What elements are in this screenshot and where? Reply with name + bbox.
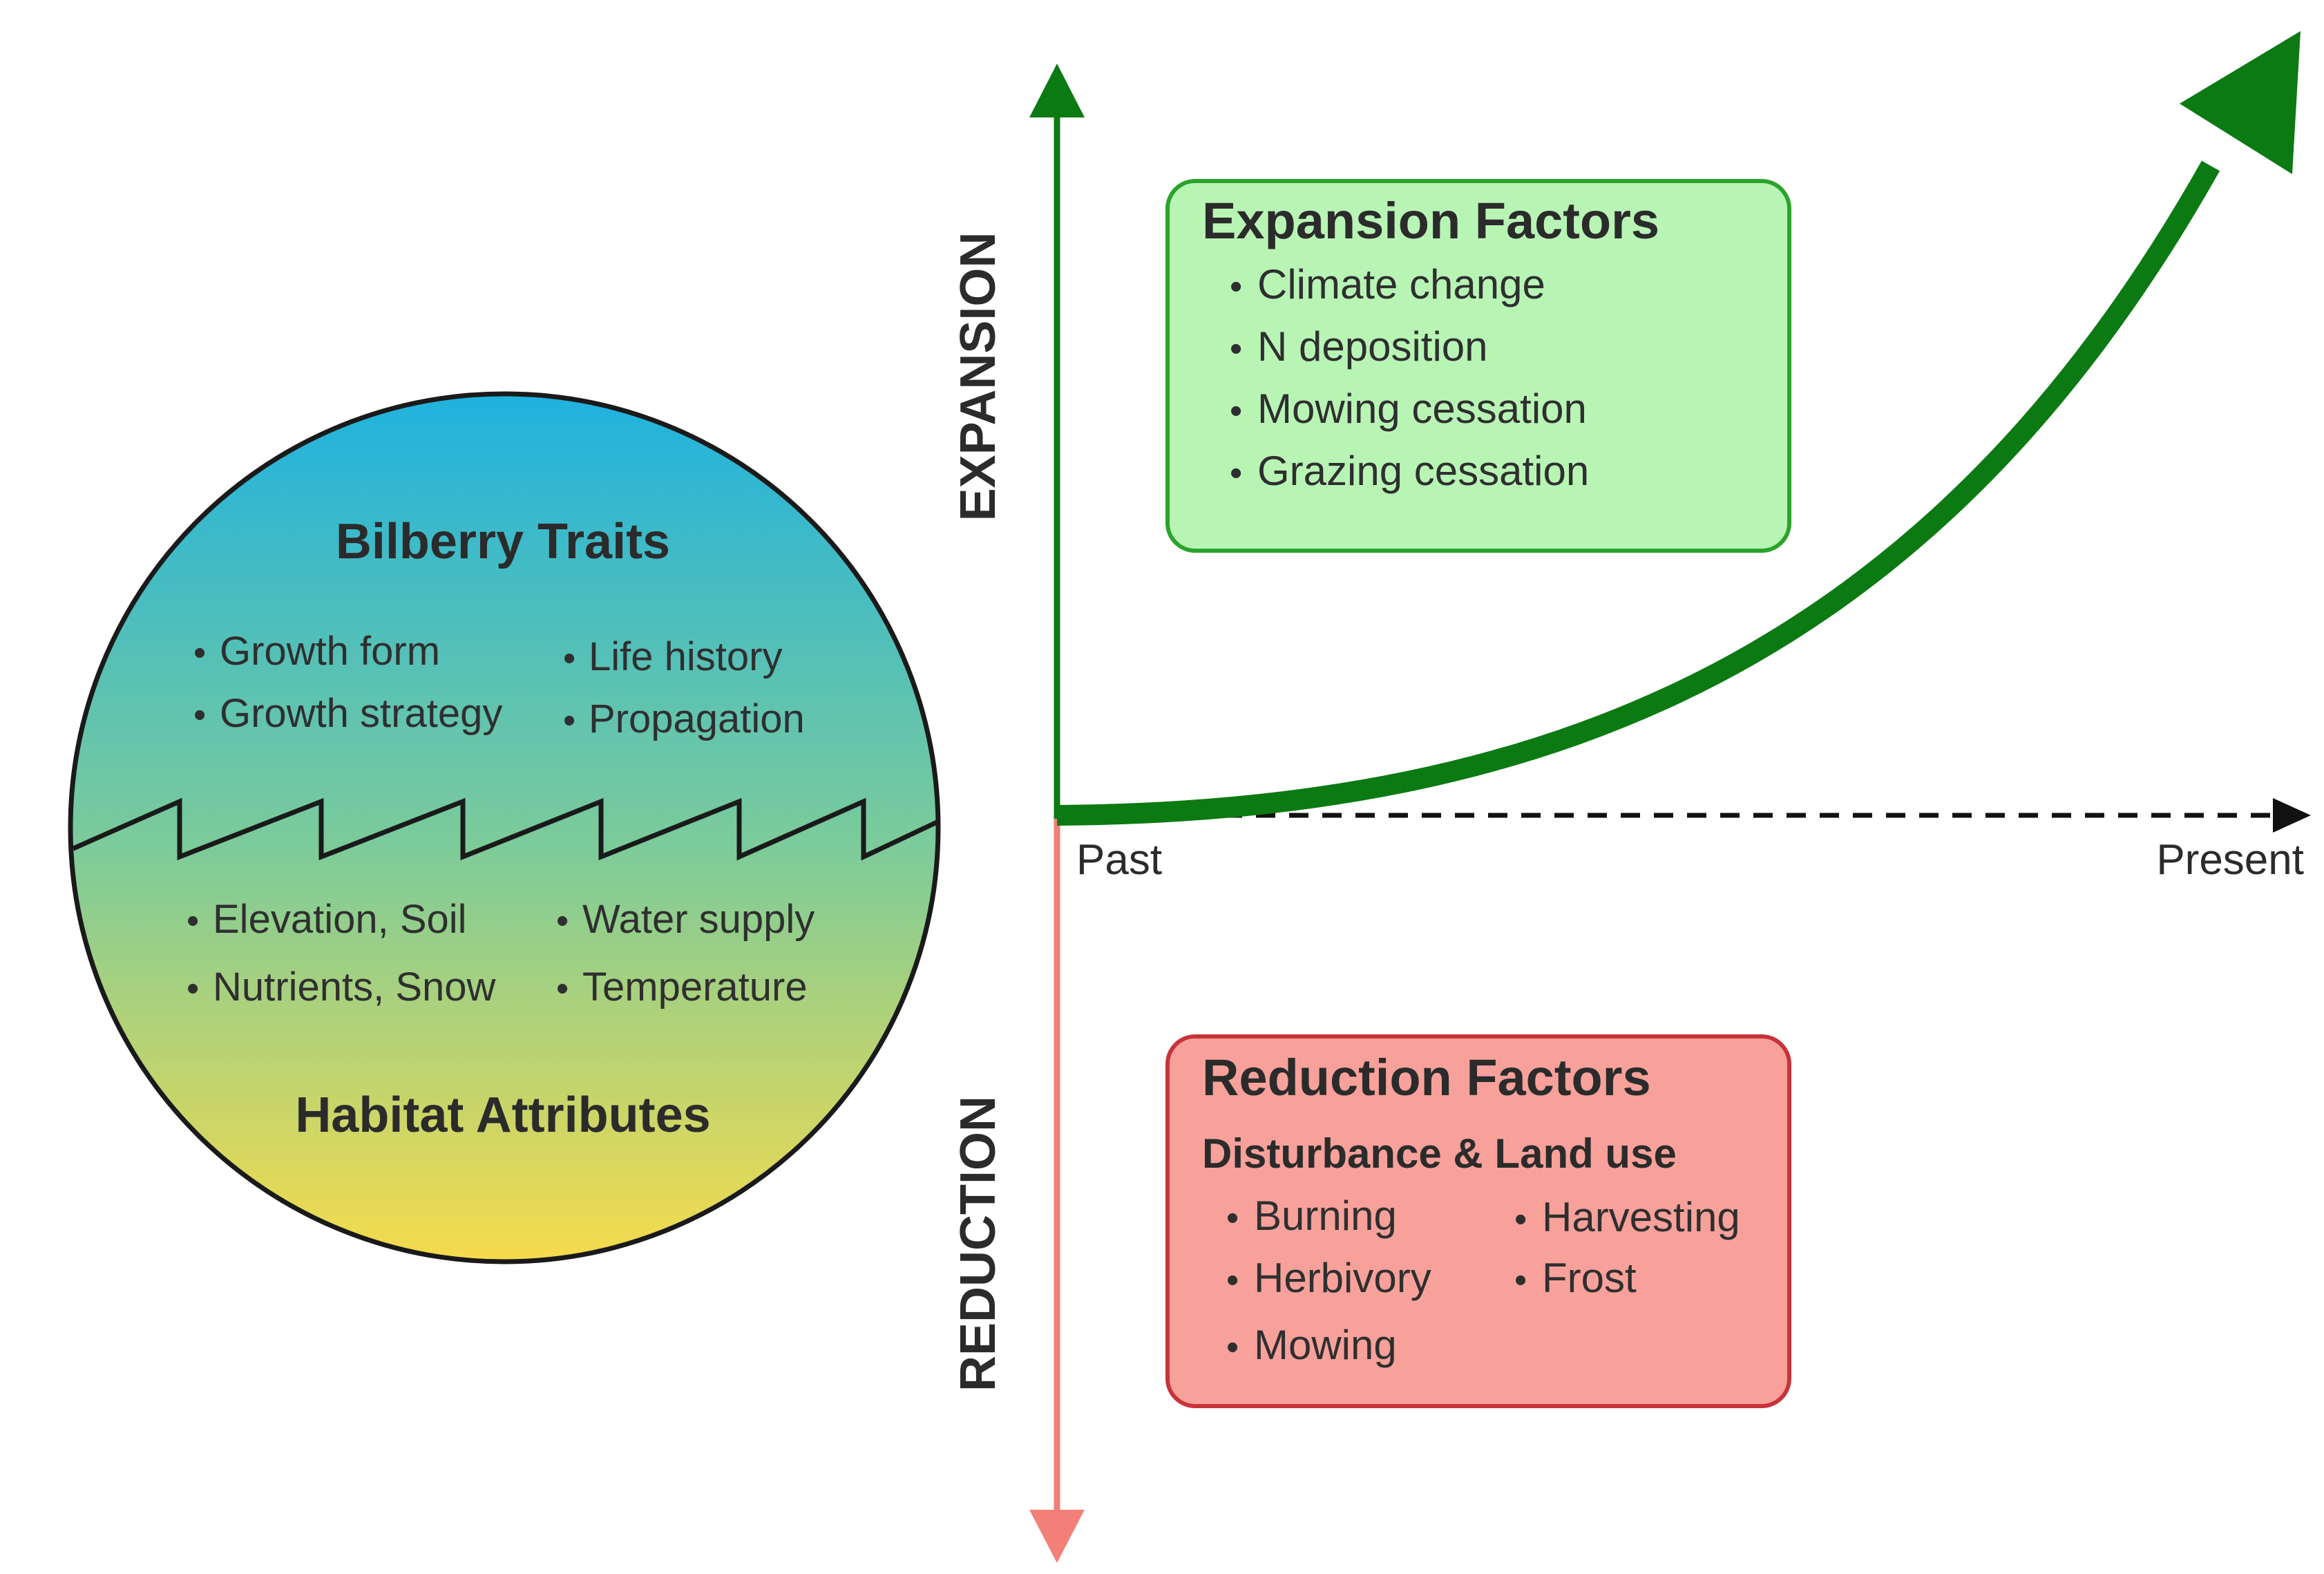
bullet-icon: • bbox=[1230, 453, 1242, 493]
zigzag-divider bbox=[72, 797, 938, 861]
reduction-item-herbivory: Herbivory bbox=[1254, 1255, 1431, 1301]
habitat-title: Habitat Attributes bbox=[295, 1088, 710, 1143]
bilberry-circle: Bilberry Traits • Growth form • Growth s… bbox=[68, 391, 941, 1264]
habitat-item-nutrients-snow: Nutrients, Snow bbox=[213, 965, 497, 1009]
bullet-icon: • bbox=[563, 701, 575, 741]
axes: EXPANSION REDUCTION Past Present bbox=[951, 64, 2311, 1563]
bullet-icon: • bbox=[1230, 267, 1242, 307]
past-label: Past bbox=[1076, 836, 1162, 884]
reduction-item-harvesting: Harvesting bbox=[1542, 1194, 1740, 1240]
trait-item-growth-form: Growth form bbox=[220, 629, 440, 674]
habitat-item-water-supply: Water supply bbox=[582, 897, 815, 942]
reduction-axis-label: REDUCTION bbox=[951, 1096, 1006, 1392]
bullet-icon: • bbox=[1514, 1200, 1527, 1240]
bullet-icon: • bbox=[1226, 1260, 1239, 1300]
reduction-axis-arrowhead bbox=[1029, 1510, 1085, 1563]
expansion-trend bbox=[1056, 31, 2301, 826]
reduction-box-bg bbox=[1165, 1034, 1791, 1408]
expansion-trend-arrowhead bbox=[2180, 31, 2301, 174]
bullet-icon: • bbox=[563, 638, 575, 679]
reduction-box-title: Reduction Factors bbox=[1202, 1049, 1651, 1106]
circle-body bbox=[68, 391, 941, 1264]
expansion-item-climate-change: Climate change bbox=[1257, 261, 1545, 307]
expansion-factors-box: Expansion Factors • Climate change • N d… bbox=[1165, 179, 1791, 553]
reduction-item-burning: Burning bbox=[1254, 1193, 1397, 1239]
bullet-icon: • bbox=[1514, 1260, 1527, 1300]
time-axis-arrowhead bbox=[2273, 798, 2311, 833]
bullet-icon: • bbox=[187, 901, 199, 941]
bullet-icon: • bbox=[556, 901, 569, 941]
reduction-item-mowing: Mowing bbox=[1254, 1322, 1397, 1368]
expansion-trend-curve bbox=[1056, 160, 2220, 826]
expansion-axis-label: EXPANSION bbox=[951, 232, 1006, 522]
expansion-item-mowing-cessation: Mowing cessation bbox=[1257, 386, 1587, 432]
trait-item-propagation: Propagation bbox=[589, 696, 805, 741]
trait-item-growth-strategy: Growth strategy bbox=[220, 691, 502, 736]
reduction-box-subtitle: Disturbance & Land use bbox=[1202, 1130, 1677, 1177]
expansion-box-bg bbox=[1165, 179, 1791, 553]
reduction-factors-box: Reduction Factors Disturbance & Land use… bbox=[1165, 1034, 1791, 1408]
bullet-icon: • bbox=[193, 695, 206, 735]
habitat-item-elevation-soil: Elevation, Soil bbox=[213, 897, 467, 942]
bullet-icon: • bbox=[556, 969, 569, 1009]
reduction-item-frost: Frost bbox=[1542, 1255, 1637, 1301]
expansion-item-n-deposition: N deposition bbox=[1257, 323, 1488, 370]
present-label: Present bbox=[2156, 836, 2304, 884]
habitat-item-temperature: Temperature bbox=[582, 965, 808, 1009]
expansion-axis-arrowhead bbox=[1029, 64, 1085, 117]
bullet-icon: • bbox=[1226, 1198, 1239, 1238]
bullet-icon: • bbox=[1230, 329, 1242, 369]
expansion-item-grazing-cessation: Grazing cessation bbox=[1257, 448, 1589, 494]
bullet-icon: • bbox=[187, 969, 199, 1009]
bullet-icon: • bbox=[193, 633, 206, 673]
bullet-icon: • bbox=[1230, 391, 1242, 431]
trait-item-life-history: Life history bbox=[589, 634, 782, 679]
traits-title: Bilberry Traits bbox=[336, 514, 670, 569]
expansion-box-title: Expansion Factors bbox=[1202, 192, 1659, 249]
bullet-icon: • bbox=[1226, 1327, 1239, 1367]
